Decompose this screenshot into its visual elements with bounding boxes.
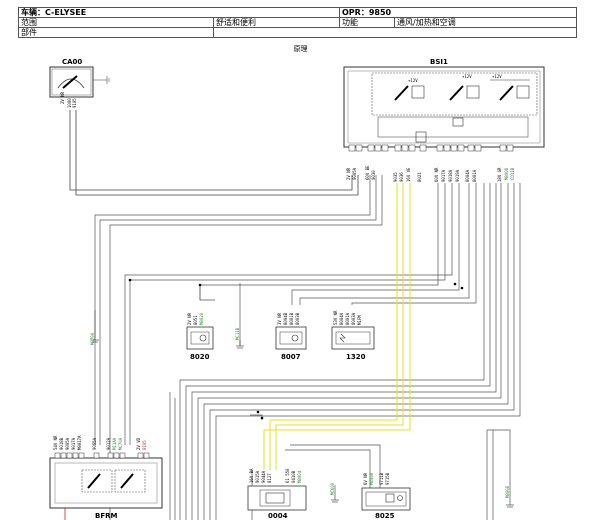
svg-text:M1FM: M1FM — [357, 315, 362, 325]
svg-text:54V NR: 54V NR — [53, 435, 58, 450]
svg-text:+12V: +12V — [408, 78, 418, 83]
svg-text:9036: 9036 — [399, 172, 404, 182]
yellow-wires — [263, 183, 411, 470]
svg-text:9055A: 9055A — [92, 437, 97, 450]
svg-text:M8004: M8004 — [297, 470, 302, 483]
svg-text:60V BE: 60V BE — [365, 165, 370, 180]
svg-text:8001A: 8001A — [345, 312, 350, 325]
svg-text:+12V: +12V — [462, 74, 472, 79]
svg-text:9017A: 9017A — [71, 437, 76, 450]
svg-text:8105: 8105 — [142, 440, 147, 450]
ca00-label: CA00 — [62, 58, 82, 66]
svg-text:M9017A: M9017A — [77, 435, 82, 450]
svg-text:8003A: 8003A — [351, 312, 356, 325]
svg-text:MC11B: MC11B — [235, 327, 240, 340]
svg-text:MC70A: MC70A — [118, 437, 123, 450]
bfrm-component: 54V NR 9018B 9005A 9017A M9017A 9055A 90… — [49, 435, 163, 520]
svg-text:61 550: 61 550 — [285, 468, 290, 483]
svg-text:MC70A: MC70A — [90, 332, 95, 345]
bfrm-label: BFRM — [95, 512, 118, 520]
svg-text:9105: 9105 — [72, 98, 77, 108]
svg-text:0410B: 0410B — [291, 470, 296, 483]
svg-text:9711B: 9711B — [379, 472, 384, 485]
svg-text:2V VD: 2V VD — [136, 437, 141, 450]
svg-text:8021: 8021 — [417, 172, 422, 182]
c8025-component: 6V NR M8008 9711B 9715B 8025 — [361, 472, 411, 520]
header-table: 车辆：C-ELYSEE OPR：9850 范围 舒适和便利 功能 通风/加热和空… — [18, 7, 577, 38]
c1320-component: 1320 53V NR 8004A 8001A 8003A M1FM — [331, 310, 375, 361]
c8007-label: 8007 — [281, 353, 301, 361]
svg-text:9015A: 9015A — [255, 470, 260, 483]
svg-text:8051: 8051 — [193, 315, 198, 325]
c8020-label: 8020 — [190, 353, 210, 361]
junction-dots — [128, 278, 464, 420]
ground-symbols — [91, 310, 514, 508]
c0004-label: 0004 — [268, 512, 288, 520]
svg-text:3V NR: 3V NR — [277, 312, 282, 325]
ca00-wires — [69, 110, 359, 196]
svg-text:0005A: 0005A — [352, 167, 357, 180]
c8020-component: 8020 2V NR 8051 M8020 — [186, 312, 214, 361]
svg-text:9005A: 9005A — [65, 437, 70, 450]
svg-text:53V NR: 53V NR — [333, 310, 338, 325]
svg-text:2V NR: 2V NR — [346, 167, 351, 180]
svg-text:2V NR: 2V NR — [60, 91, 65, 104]
c8025-label: 8025 — [375, 512, 395, 520]
svg-text:M8008: M8008 — [504, 167, 509, 180]
svg-text:+12V: +12V — [492, 74, 502, 79]
svg-text:9715B: 9715B — [385, 472, 390, 485]
svg-text:M8008: M8008 — [369, 472, 374, 485]
svg-text:8127: 8127 — [267, 473, 272, 483]
svg-text:M11AA: M11AA — [112, 437, 117, 450]
svg-text:8004A: 8004A — [339, 312, 344, 325]
bsi1-component: BSI1 +12V +12V +12V — [343, 58, 545, 182]
bsi1-label: BSI1 — [430, 58, 448, 66]
svg-text:6V NR: 6V NR — [363, 472, 368, 485]
section-title: 原理 — [293, 45, 308, 53]
c8007-component: 8007 3V NR 8004B 8001B 8003B — [275, 312, 307, 361]
svg-text:1000: 1000 — [67, 98, 72, 108]
svg-text:9018A: 9018A — [448, 169, 453, 182]
svg-text:9017A: 9017A — [441, 169, 446, 182]
svg-text:9018B: 9018B — [59, 437, 64, 450]
svg-text:60V NR: 60V NR — [434, 167, 439, 182]
svg-text:16V VE: 16V VE — [406, 167, 411, 182]
c0004-component: 16V BA 9015A 9044A 8127 61 550 0410B M80… — [247, 468, 307, 520]
svg-text:8004A: 8004A — [465, 169, 470, 182]
svg-text:8003B: 8003B — [295, 312, 300, 325]
svg-text:9012A: 9012A — [106, 437, 111, 450]
svg-text:9035: 9035 — [393, 172, 398, 182]
svg-text:16V BA: 16V BA — [249, 468, 254, 483]
svg-text:9019A: 9019A — [455, 169, 460, 182]
parts-value-cell — [213, 27, 577, 38]
svg-text:0030: 0030 — [371, 170, 376, 180]
svg-text:18V GR: 18V GR — [497, 167, 502, 182]
ca00-component: CA00 2V NR 1000 9105 — [49, 58, 110, 108]
bsi-wires — [94, 175, 521, 520]
svg-text:8001B: 8001B — [289, 312, 294, 325]
svg-text:2V NR: 2V NR — [187, 312, 192, 325]
svg-text:9044A: 9044A — [261, 470, 266, 483]
svg-text:MC600: MC600 — [330, 482, 335, 495]
svg-text:M8020: M8020 — [199, 312, 204, 325]
svg-text:8004B: 8004B — [283, 312, 288, 325]
svg-text:M8008: M8008 — [505, 485, 510, 498]
c1320-label: 1320 — [346, 353, 366, 361]
svg-text:8001A: 8001A — [472, 169, 477, 182]
svg-text:CO118: CO118 — [510, 167, 515, 180]
